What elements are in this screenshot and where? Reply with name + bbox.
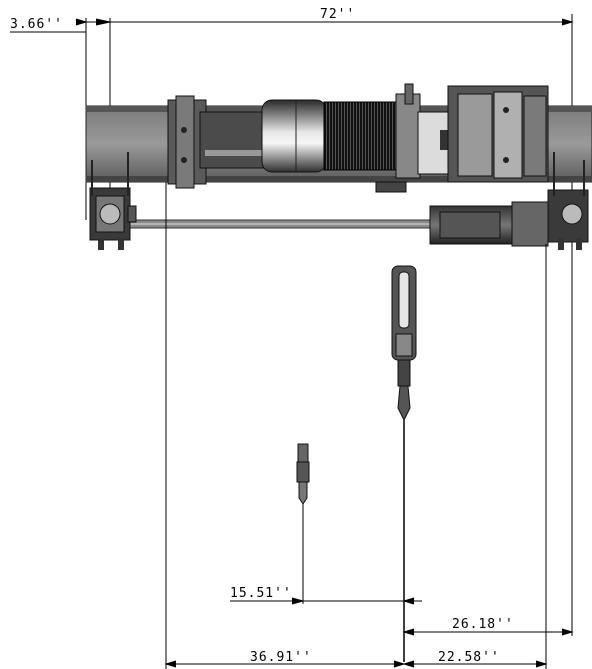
- right-end-truck: [429, 152, 589, 250]
- trolley: [167, 83, 549, 193]
- dim-right-approach: 22.58'': [438, 650, 500, 665]
- dim-hook-large-right: 26.18'': [452, 617, 514, 632]
- dim-left-approach: 36.91'': [250, 650, 312, 665]
- cross-shaft: [127, 219, 439, 229]
- dim-left-offset: 3.66'': [10, 17, 63, 32]
- lower-dimensions: [164, 182, 574, 669]
- large-hook: [391, 265, 417, 662]
- small-hook: [296, 443, 310, 604]
- left-end-truck: [89, 152, 137, 250]
- dim-total-span: 72'': [320, 7, 355, 22]
- dim-hook-small-offset: 15.51'': [230, 586, 292, 601]
